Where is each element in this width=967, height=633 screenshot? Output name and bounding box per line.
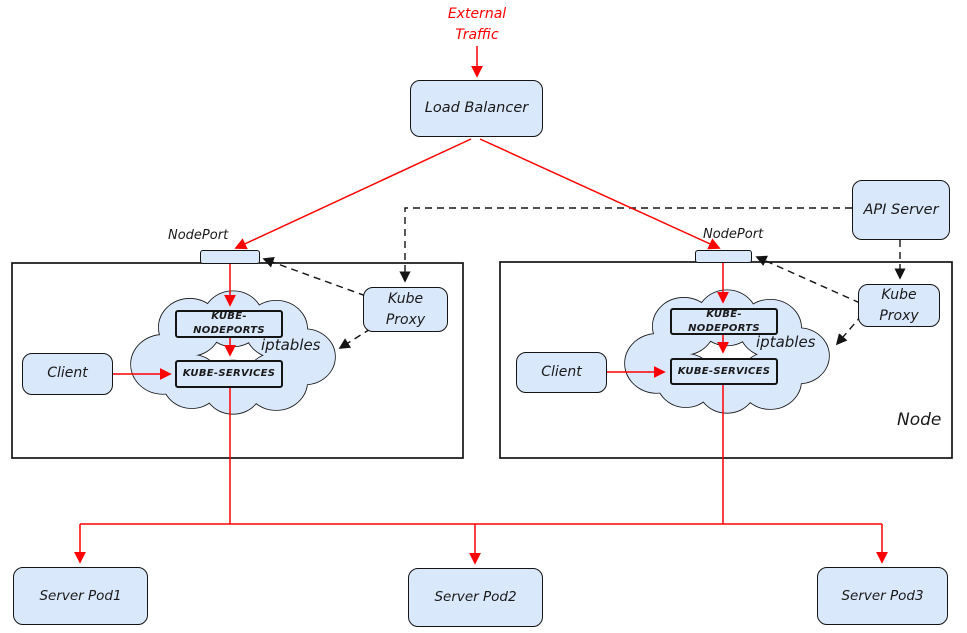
server-pod1-box: Server Pod1 [13,567,148,625]
api-server-box: API Server [852,180,950,240]
nodeport-label-left: NodePort [168,228,229,243]
server-pod2-box: Server Pod2 [408,568,543,627]
edge-loadbalancer-to-nodeport-left [234,138,472,250]
edge-apiserver-to-kubeproxy-left [399,207,852,283]
client-box-left: Client [22,353,113,395]
kube-services-box-left: KUBE-SERVICES [175,360,283,388]
kube-proxy-box-right: Kube Proxy [858,284,940,327]
nodeport-box-left [200,250,260,264]
node-label-right: Node [897,410,942,430]
iptables-label-left: iptables [261,336,321,354]
server-pod3-box: Server Pod3 [817,567,948,625]
edge-kubeproxy-to-iptables-left [338,315,392,349]
iptables-label-right: iptables [756,333,816,351]
client-box-right: Client [516,352,607,393]
nodeport-label-right: NodePort [703,227,764,242]
kube-nodeports-box-left: KUBE-NODEPORTS [175,310,283,338]
edge-loadbalancer-to-nodeport-right [479,138,721,250]
edge-kubeproxy-to-iptables-right [835,314,863,346]
edge-kubeproxy-to-nodeport-left [262,256,389,305]
kube-services-box-right: KUBE-SERVICES [670,358,778,385]
kube-nodeports-box-right: KUBE-NODEPORTS [670,308,778,335]
load-balancer-box: Load Balancer [410,80,543,137]
kube-proxy-box-left: Kube Proxy [363,287,448,332]
nodeport-box-right [695,250,752,263]
edge-kubeproxy-to-nodeport-right [755,255,861,304]
external-traffic-label: External Traffic [447,6,507,43]
